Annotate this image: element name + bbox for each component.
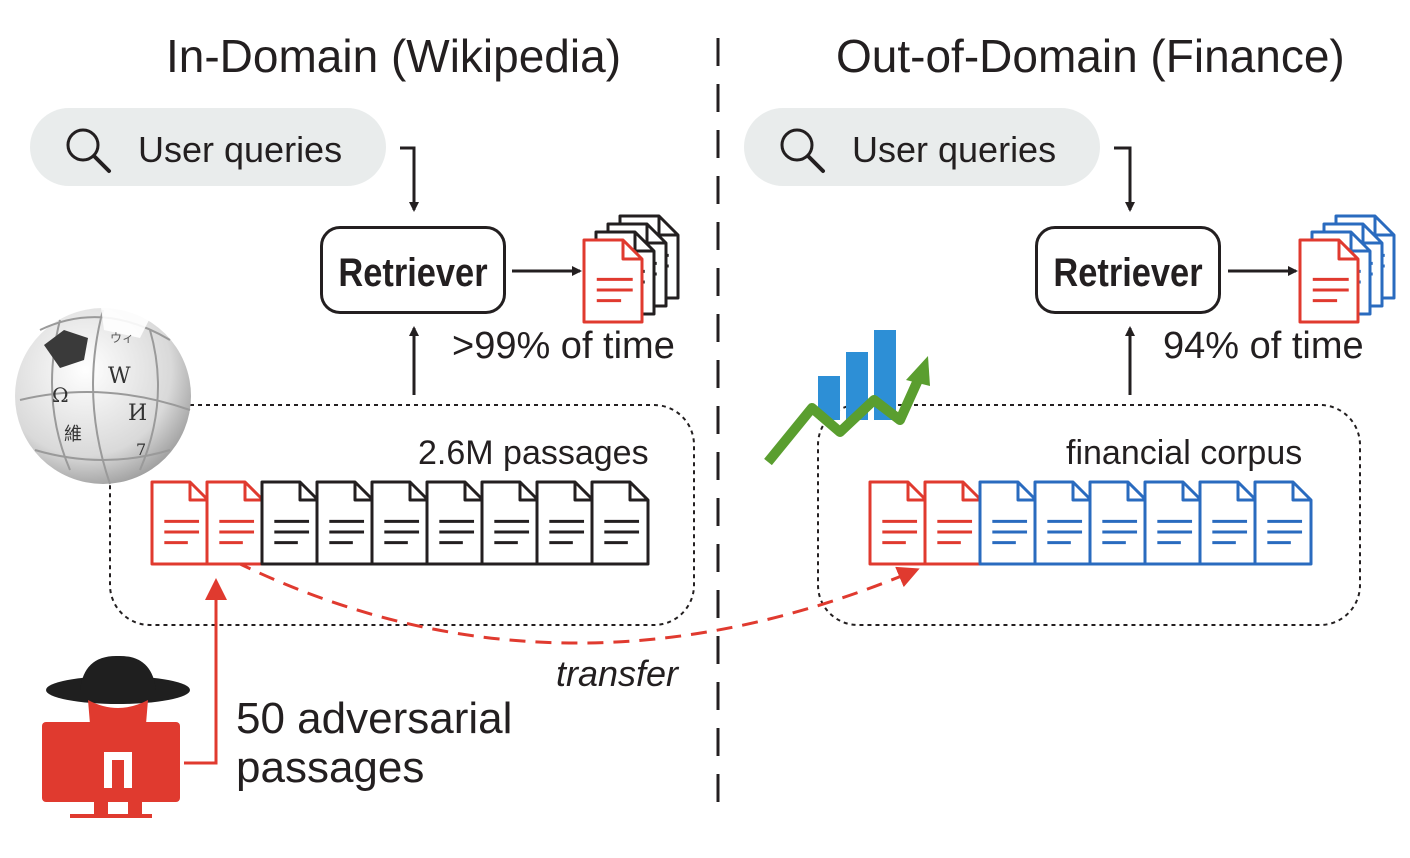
right-corpus-label: financial corpus xyxy=(1066,434,1303,472)
document-icon xyxy=(590,480,650,566)
svg-text:И: И xyxy=(128,401,147,426)
document-icon xyxy=(1143,480,1203,566)
svg-text:ウィ: ウィ xyxy=(110,331,134,345)
search-icon xyxy=(66,128,111,173)
left-user-queries-pill: User queries xyxy=(30,108,386,186)
left-panel-title: In-Domain (Wikipedia) xyxy=(166,30,622,82)
left-user-queries-label: User queries xyxy=(138,129,343,170)
injection-arrow xyxy=(184,578,227,765)
right-document-row xyxy=(868,480,1313,566)
svg-text:7: 7 xyxy=(136,440,146,459)
document-icon xyxy=(315,480,375,566)
document-icon xyxy=(1033,480,1093,566)
right-user-queries-label: User queries xyxy=(852,129,1057,170)
document-icon xyxy=(1253,480,1313,566)
left-corpus-box xyxy=(109,404,695,626)
adversarial-document-icon xyxy=(150,480,210,566)
adversarial-label-line2: passages xyxy=(236,743,425,793)
search-icon xyxy=(780,128,825,173)
document-icon xyxy=(370,480,430,566)
document-icon xyxy=(480,480,540,566)
document-icon xyxy=(260,480,320,566)
left-retrieved-stack xyxy=(582,214,680,324)
right-retrieved-stack xyxy=(1298,214,1396,324)
svg-text:Ω: Ω xyxy=(52,383,69,407)
adversarial-label: 50 adversarial passages xyxy=(236,694,512,793)
svg-text:W: W xyxy=(108,364,131,389)
adversarial-document-icon xyxy=(1298,238,1360,324)
right-corpus-box xyxy=(817,404,1361,626)
document-icon xyxy=(425,480,485,566)
left-success-rate: >99% of time xyxy=(452,325,675,367)
transfer-arrow xyxy=(235,560,920,645)
adversarial-document-icon xyxy=(923,480,983,566)
right-retriever-label: Retriever xyxy=(1053,251,1203,295)
right-retriever-box: Retriever xyxy=(1035,226,1221,314)
left-corpus-label: 2.6M passages xyxy=(418,434,649,472)
svg-text:維: 維 xyxy=(64,424,82,445)
left-document-row xyxy=(150,480,650,566)
transfer-label: transfer xyxy=(556,653,679,694)
left-retriever-label: Retriever xyxy=(338,251,488,295)
adversarial-document-icon xyxy=(868,480,928,566)
right-query-arrow xyxy=(1114,146,1135,212)
right-panel-title: Out-of-Domain (Finance) xyxy=(836,30,1345,82)
finance-chart-icon xyxy=(764,330,930,466)
wikipedia-globe-icon: Ω W И 維 7 ウィ xyxy=(15,300,191,485)
adversarial-label-line1: 50 adversarial xyxy=(236,694,513,743)
document-icon xyxy=(1198,480,1258,566)
adversarial-document-icon xyxy=(582,238,644,324)
hacker-icon xyxy=(42,655,190,818)
right-user-queries-pill: User queries xyxy=(744,108,1100,186)
left-query-arrow xyxy=(400,146,419,212)
document-icon xyxy=(535,480,595,566)
left-retriever-box: Retriever xyxy=(320,226,506,314)
right-success-rate: 94% of time xyxy=(1163,325,1364,367)
adversarial-document-icon xyxy=(205,480,265,566)
document-icon xyxy=(1088,480,1148,566)
document-icon xyxy=(978,480,1038,566)
